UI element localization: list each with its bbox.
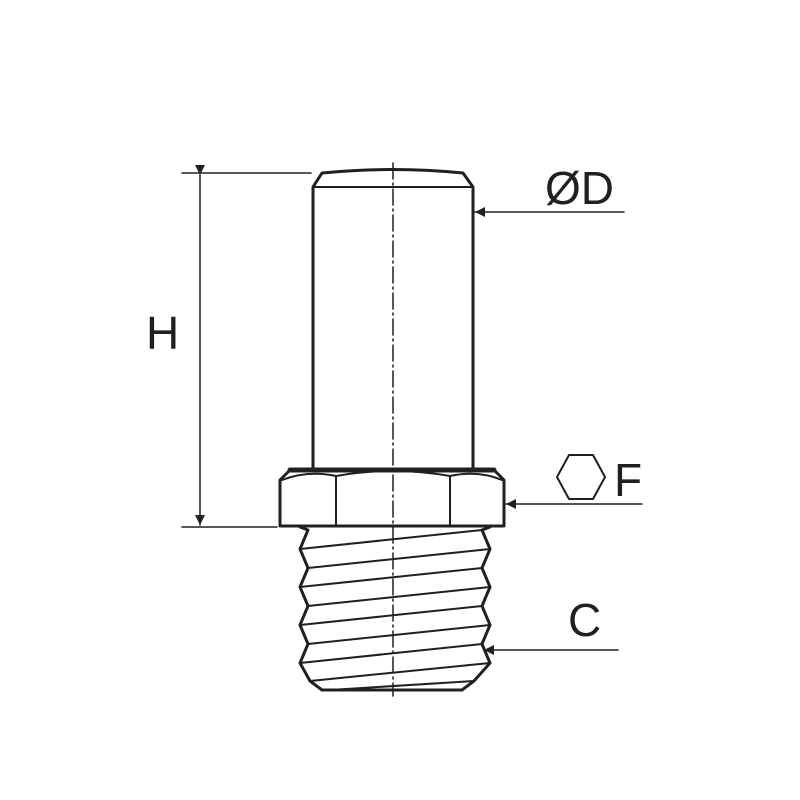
hex-label: F bbox=[614, 454, 642, 506]
hex-nut bbox=[278, 467, 506, 528]
height-dimension bbox=[181, 165, 312, 528]
thread-section bbox=[298, 525, 492, 692]
height-label: H bbox=[146, 307, 179, 359]
thread-label: C bbox=[568, 594, 601, 646]
hexagon-icon bbox=[556, 454, 606, 500]
diameter-label: ØD bbox=[545, 162, 614, 214]
